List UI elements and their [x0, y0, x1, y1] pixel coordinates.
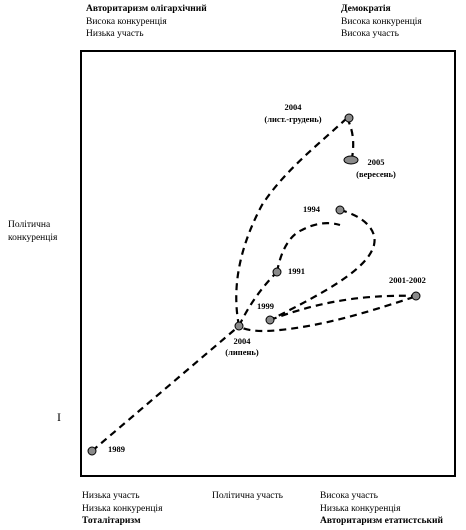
corner-competition: Висока конкуренція — [86, 16, 167, 27]
label-1999: 1999 — [257, 301, 274, 311]
y-axis-marker: I — [57, 410, 61, 424]
path-2001-2002-to-2004-summer — [239, 295, 415, 333]
diagram-frame — [80, 50, 456, 477]
regime-democracy: Демократія — [341, 4, 391, 14]
y-axis-label-line-1: Політична — [8, 220, 51, 230]
path-1994-loop-to-1999 — [269, 208, 376, 321]
point-2004-autumn — [344, 113, 354, 123]
corner-competition: Низька конкуренція — [320, 503, 401, 514]
point-2004-summer — [234, 321, 244, 331]
label-1989: 1989 — [108, 444, 125, 454]
path-1999-to-2001-2002 — [269, 294, 417, 322]
label-2004-autumn-period: (лист.-грудень) — [264, 114, 321, 124]
label-2001-2002: 2001-2002 — [389, 275, 426, 285]
corner-participation: Низька участь — [86, 29, 144, 39]
corner-participation: Висока участь — [320, 491, 378, 501]
point-1991 — [272, 267, 282, 277]
corner-top-right: Демократія Висока конкуренція Висока уча… — [341, 3, 422, 41]
point-1994 — [335, 205, 345, 215]
corner-competition: Низька конкуренція — [82, 503, 163, 514]
path-1989-to-2004-summer — [91, 325, 240, 452]
label-1991: 1991 — [288, 266, 305, 276]
path-2004-summer-to-2004-autumn — [235, 117, 348, 327]
label-2004-summer-year: 2004 — [234, 336, 252, 346]
label-2005-year: 2005 — [368, 157, 385, 167]
corner-bottom-right: Висока участь Низька конкуренція Авторит… — [320, 490, 443, 528]
corner-participation: Низька участь — [82, 491, 140, 501]
regime-etatist-authoritarianism: Авторитаризм етатистський — [320, 516, 443, 526]
regime-totalitarianism: Тоталітаризм — [82, 516, 141, 526]
x-axis-label: Політична участь — [212, 491, 283, 501]
corner-top-left: Авторитаризм олігархічний Висока конкуре… — [86, 3, 207, 41]
corner-competition: Висока конкуренція — [341, 16, 422, 27]
y-axis-label: Політична конкуренція — [8, 219, 57, 244]
point-2001-2002 — [411, 291, 421, 301]
corner-participation: Висока участь — [341, 29, 399, 39]
point-labels: 1989 2004 (липень) 1999 1991 1994 2001-2… — [108, 102, 426, 454]
trajectory-paths — [91, 117, 417, 452]
trajectory-points — [87, 113, 421, 456]
point-1989 — [87, 446, 97, 456]
label-2004-autumn-year: 2004 — [285, 102, 303, 112]
point-1999 — [265, 315, 275, 325]
label-2005-period: (вересень) — [356, 169, 396, 179]
regime-oligarchic-authoritarianism: Авторитаризм олігархічний — [86, 4, 207, 14]
label-2004-summer-period: (липень) — [225, 347, 259, 357]
path-2004-autumn-to-2005 — [346, 117, 355, 159]
point-2005 — [343, 155, 359, 165]
corner-bottom-left: Низька участь Низька конкуренція Тоталіт… — [82, 490, 162, 528]
path-1991-to-1994-loop — [275, 222, 341, 273]
label-1994: 1994 — [303, 204, 321, 214]
path-2004-summer-to-1991 — [238, 271, 278, 327]
y-axis-label-line-2: конкуренція — [8, 232, 58, 243]
